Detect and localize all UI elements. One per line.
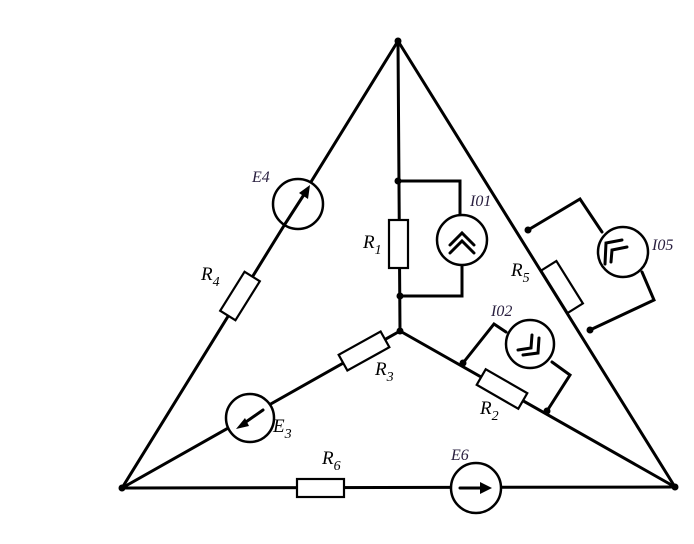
current-source-i02	[504, 318, 556, 370]
label-e3-main: E	[272, 416, 285, 437]
wire-right-side	[396, 39, 677, 489]
label-r6-sub: 6	[334, 459, 341, 474]
current-source-i05	[596, 225, 650, 279]
label-r1-main: R	[362, 232, 375, 253]
label-r6: R6	[321, 448, 341, 474]
label-e4: E4	[251, 169, 270, 186]
node-bottom-right	[671, 483, 679, 491]
node-top	[394, 37, 402, 45]
arrow-icon	[236, 418, 249, 429]
label-i05: I05	[651, 237, 673, 254]
wire-i01-top	[396, 179, 462, 217]
wire-center-right	[398, 329, 677, 489]
label-r3: R3	[374, 359, 394, 385]
label-r4: R4	[200, 264, 220, 290]
label-r5-main: R	[510, 260, 523, 281]
label-r2-main: R	[479, 398, 492, 419]
current-source-i01	[435, 213, 489, 267]
wire-i05-bottom	[588, 270, 656, 332]
resistor-r5	[539, 259, 585, 315]
node-center	[396, 327, 404, 335]
resistor-r1	[387, 218, 410, 270]
label-r2-sub: 2	[492, 409, 499, 424]
label-i01: I01	[469, 193, 491, 210]
node-i01-top	[394, 177, 402, 185]
node-i05-top	[524, 226, 532, 234]
node-bottom-left	[118, 484, 126, 492]
voltage-source-e6	[449, 461, 503, 515]
label-r5: R5	[510, 260, 530, 286]
label-e3: E3	[272, 416, 292, 442]
voltage-source-e4	[271, 177, 325, 231]
label-r3-sub: 3	[386, 370, 394, 385]
voltage-source-e3	[224, 392, 276, 444]
label-r2: R2	[479, 398, 499, 424]
corner-arrow-icon	[516, 333, 534, 352]
resistor-r2	[475, 367, 529, 411]
label-r1: R1	[362, 232, 382, 258]
wire-i01-bottom	[398, 263, 464, 298]
resistor-r6	[295, 477, 346, 499]
wire-i05-top	[526, 196, 604, 234]
label-r3-main: R	[374, 359, 387, 380]
arrow-icon	[480, 482, 492, 494]
label-e3-sub: 3	[284, 427, 292, 442]
label-r4-main: R	[200, 264, 213, 285]
node-i05-bottom	[586, 326, 594, 334]
label-r1-sub: 1	[375, 243, 382, 258]
arrow-icon	[299, 185, 310, 199]
label-r5-sub: 5	[523, 271, 530, 286]
node-i02-left	[459, 359, 467, 367]
label-r6-main: R	[321, 448, 334, 469]
label-e6: E6	[450, 447, 469, 464]
wire-i02-top	[461, 321, 508, 365]
wire-left-side	[120, 39, 400, 490]
wire-bottom	[120, 485, 677, 490]
chevron-up-icon	[448, 230, 476, 247]
resistor-r3	[337, 329, 391, 373]
node-i02-right	[543, 407, 551, 415]
node-i01-bottom	[396, 292, 404, 300]
label-i02: I02	[490, 303, 512, 320]
wire-i02-bottom	[545, 360, 573, 413]
wire-center-vertical	[396, 39, 402, 333]
label-r4-sub: 4	[213, 275, 220, 290]
nodes	[118, 37, 679, 492]
corner-arrow-icon	[603, 238, 624, 266]
resistor-r4	[218, 270, 262, 322]
